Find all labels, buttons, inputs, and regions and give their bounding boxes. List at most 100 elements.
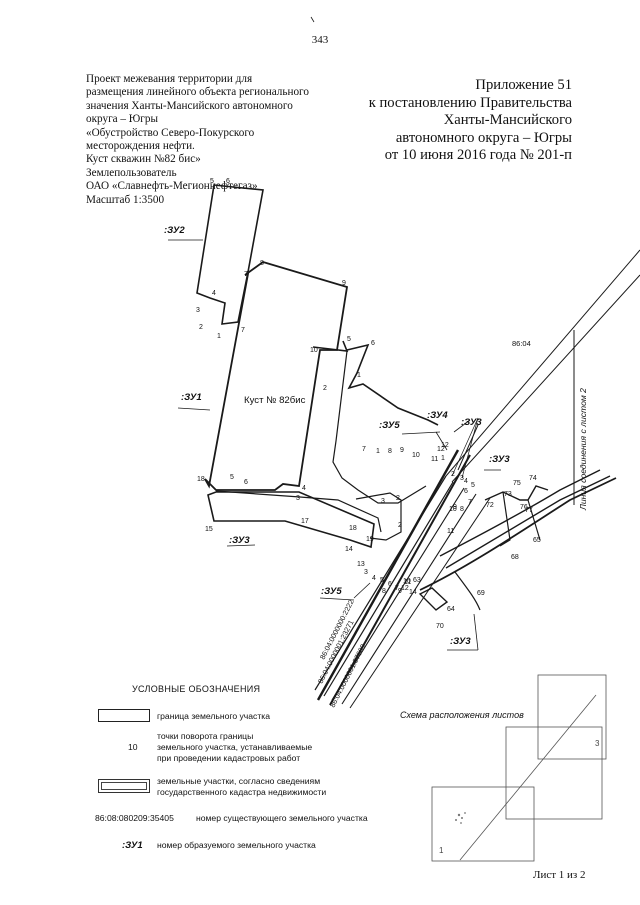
zu-label: :ЗУ4: [427, 410, 448, 421]
legend-boundary-swatch: [98, 709, 150, 722]
road-line: [316, 449, 460, 701]
turning-point-label: 9: [400, 447, 404, 454]
turning-point-label: 12: [437, 446, 445, 453]
turning-point-label: 3: [381, 498, 385, 505]
turning-point-label: 63: [413, 577, 421, 584]
appendix-line: Ханты-Мансийского: [443, 112, 572, 129]
parcel-zu3-strip: [207, 491, 375, 549]
turning-point-label: 3: [460, 475, 464, 482]
right-corridor: [454, 571, 481, 611]
leader-line: [435, 431, 448, 451]
turning-point-label: 2: [398, 522, 402, 529]
turning-point-label: 2: [396, 495, 400, 502]
turning-point-label: 7: [395, 585, 399, 592]
turning-point-label: 9: [398, 588, 402, 595]
turning-point-label: 3: [296, 495, 300, 502]
turning-point-label: 2: [199, 324, 203, 331]
parcel-zu3-right-drop: [499, 491, 511, 547]
appendix-line: к постановлению Правительства: [368, 94, 572, 111]
turning-point-label: 9: [342, 280, 346, 287]
turning-point-label: 3: [196, 307, 200, 314]
pad-label: Куст № 82бис: [244, 395, 306, 406]
turning-point-label: 5: [471, 482, 475, 489]
turning-point-label: 8: [382, 588, 386, 595]
corridor-line: [323, 481, 454, 697]
parcel-zu3-lower: [418, 587, 449, 611]
turning-point-label: 1: [376, 448, 380, 455]
sheet-link-label: Линия соединения с листом 2: [578, 388, 588, 511]
turning-point-label: 6: [371, 340, 375, 347]
project-info-line: округа – Югры: [86, 113, 159, 126]
turning-point-label: 1: [217, 333, 221, 340]
turning-point-label: 17: [301, 518, 309, 525]
turning-point-label: 7: [241, 327, 245, 334]
radial-line: [451, 274, 640, 483]
parcel-zu1-boundary: [204, 261, 349, 491]
scheme-sheet-3: [537, 674, 607, 760]
scheme-sheet-label: 3: [595, 739, 600, 748]
turning-point-label: 5: [380, 577, 384, 584]
project-info-line: Проект межевания территории для: [86, 73, 253, 85]
scan-mark: [310, 16, 315, 23]
sheet-counter: Лист 1 из 2: [533, 869, 586, 881]
project-info-line: размещения линейного объекта регионально…: [86, 86, 309, 99]
turning-point-label: 68: [511, 554, 519, 561]
zu-label: :ЗУ5: [321, 586, 342, 597]
project-info-line: Куст скважин №82 бис»: [86, 153, 201, 166]
turning-point-label: 70: [436, 623, 444, 630]
parcel-inner-boundary: [215, 490, 382, 533]
parcel-zu2-boundary: [196, 184, 264, 325]
appendix-line: от 10 июня 2016 года № 201-п: [384, 147, 572, 164]
parcel-zu3-upper: [346, 343, 439, 426]
turning-point-label: 13: [357, 561, 365, 568]
scheme-caption: Схема расположения листов: [400, 710, 524, 720]
parcel-zu3-right: [484, 485, 549, 501]
turning-point-label: 73: [504, 491, 512, 498]
leader-line: [353, 582, 371, 599]
zu-label: :ЗУ1: [181, 392, 202, 403]
turning-point-label: 4: [372, 575, 376, 582]
turning-point-label: 64: [447, 606, 455, 613]
corridor-line: [349, 497, 491, 709]
corridor-line: [331, 487, 465, 701]
scheme-marks: [455, 812, 466, 824]
right-corridor: [419, 477, 617, 591]
turning-point-label: 7: [362, 446, 366, 453]
scheme-sheet-2: [505, 726, 603, 820]
leader-line: [401, 431, 441, 435]
radial-line: [445, 249, 640, 477]
radial-line: [457, 424, 479, 471]
turning-point-label: 65: [533, 537, 541, 544]
page-number: 343: [311, 34, 329, 46]
project-info-line: месторождения нефти.: [86, 140, 195, 153]
leader-line: [226, 544, 256, 547]
legend-new-text: номер образуемого земельного участка: [157, 840, 316, 850]
leader-line: [461, 417, 479, 479]
turning-point-label: 9: [453, 504, 457, 511]
parcel-zu3-upper-inner: [332, 350, 427, 504]
turning-point-label: 15: [205, 526, 213, 533]
legend-cadastre-text: земельные участки, согласно сведениям го…: [157, 776, 397, 798]
turning-point-label: 14: [345, 546, 353, 553]
zu-label: :ЗУ2: [164, 225, 185, 236]
leader-line: [453, 419, 471, 433]
legend-existing-text: номер существующего земельного участка: [196, 813, 368, 823]
turning-point-label: 1: [357, 372, 361, 379]
legend-boundary-text: граница земельного участка: [157, 711, 270, 721]
legend-point-text: точки поворота границы земельного участк…: [157, 731, 387, 764]
turning-point-label: 14: [409, 589, 417, 596]
turning-point-label: 4: [464, 478, 468, 485]
legend-point-line: точки поворота границы: [157, 731, 254, 741]
zu-label: :ЗУ3: [450, 636, 471, 647]
parcel-small-left: [355, 492, 402, 541]
leader-line: [177, 407, 211, 411]
leader-line: [473, 613, 479, 651]
turning-point-label: 19: [366, 536, 374, 543]
leader-line: [319, 597, 355, 601]
turning-point-label: 11: [404, 579, 411, 586]
turning-point-label: 69: [477, 590, 485, 597]
turning-point-label: 6: [226, 178, 230, 185]
